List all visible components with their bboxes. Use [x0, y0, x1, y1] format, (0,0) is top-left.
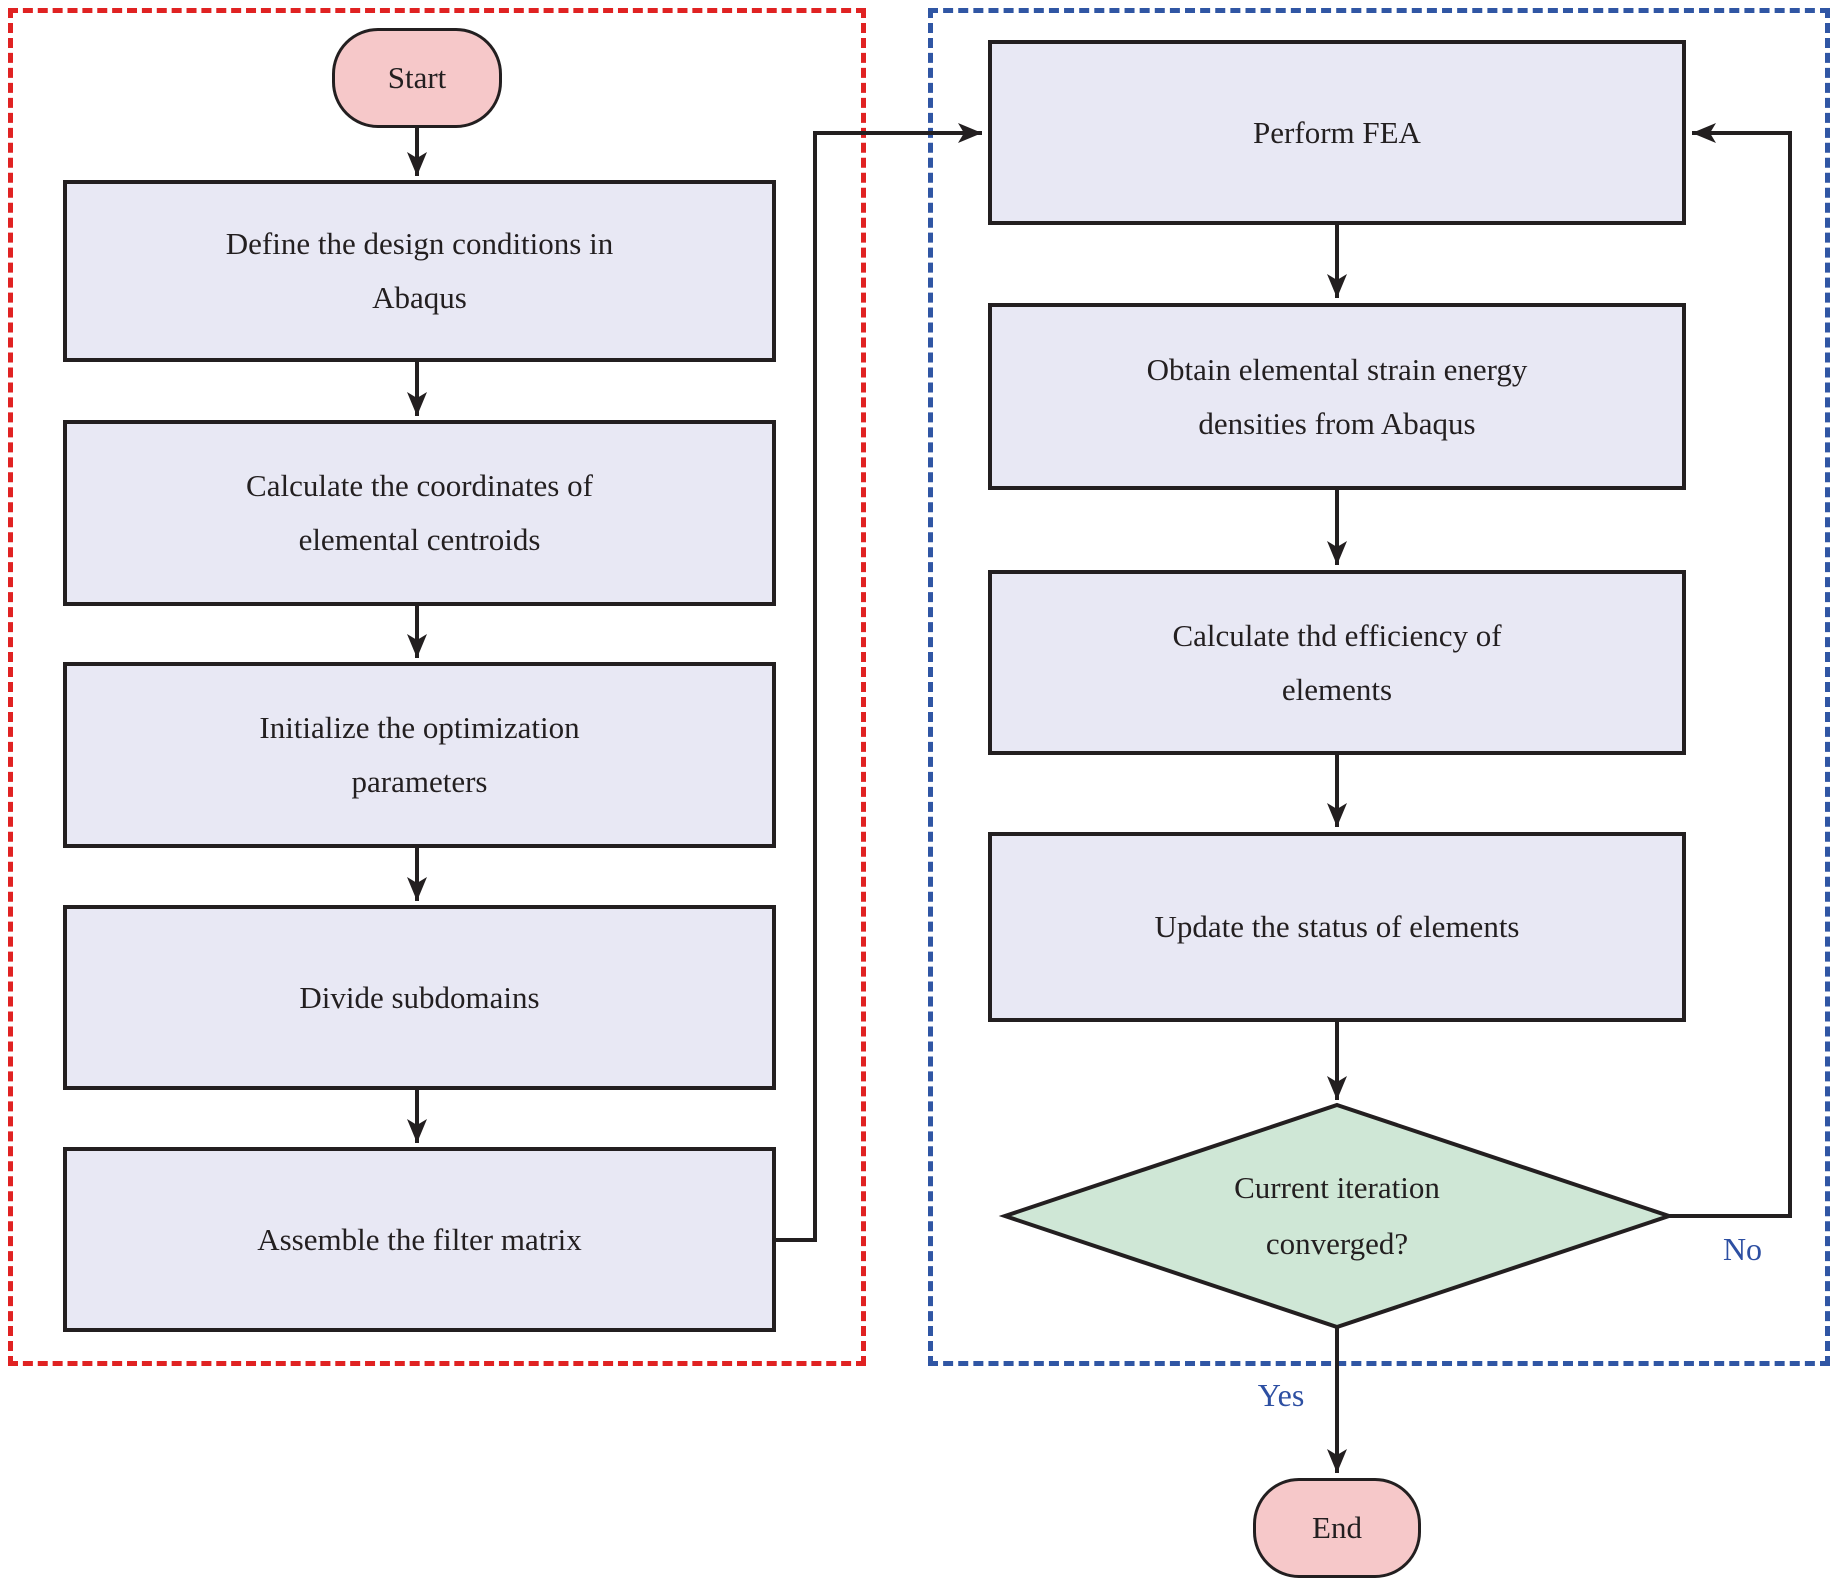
process-label-line: Obtain elemental strain energy — [1146, 351, 1528, 387]
process-label-line: elemental centroids — [298, 522, 541, 557]
process-label-line: Initialize the optimization — [259, 710, 580, 745]
process-label-line: Calculate the coordinates of — [246, 468, 593, 503]
process-label-line: parameters — [351, 764, 488, 799]
process-label-line: Abaqus — [372, 280, 467, 315]
yes-edge-label: Yes — [1257, 1377, 1305, 1413]
decision-converged: Current iteration converged? — [1087, 1106, 1587, 1326]
process-label-line: Divide subdomains — [299, 979, 540, 1015]
start-label: Start — [387, 60, 447, 95]
process-label-line: densities from Abaqus — [1198, 405, 1476, 441]
process-divide-subdomains: Divide subdomains — [63, 905, 776, 1090]
process-label-line: Assemble the filter matrix — [257, 1221, 582, 1257]
process-label-line: Perform FEA — [1253, 114, 1421, 150]
process-label-line: Calculate thd efficiency of — [1172, 617, 1502, 653]
process-label-line: Update the status of elements — [1154, 909, 1520, 944]
no-edge-label: No — [1722, 1231, 1763, 1267]
process-assemble-filter: Assemble the filter matrix — [63, 1147, 776, 1332]
process-label-line: elements — [1281, 671, 1393, 707]
process-label-line: Define the design conditions in — [225, 226, 614, 261]
decision-label-line: converged? — [1265, 1226, 1409, 1261]
process-calculate-centroids: Calculate the coordinates of elemental c… — [63, 420, 776, 606]
process-calculate-efficiency: Calculate thd efficiency of elements — [988, 570, 1686, 755]
end-node: End — [1253, 1478, 1421, 1578]
decision-label-line: Current iteration — [1234, 1170, 1440, 1205]
process-initialize-parameters: Initialize the optimization parameters — [63, 662, 776, 848]
process-perform-fea: Perform FEA — [988, 40, 1686, 225]
process-obtain-strain-energy: Obtain elemental strain energy densities… — [988, 303, 1686, 490]
start-node: Start — [332, 28, 502, 128]
process-define-conditions: Define the design conditions in Abaqus — [63, 180, 776, 362]
end-label: End — [1312, 1510, 1362, 1545]
process-update-status: Update the status of elements — [988, 832, 1686, 1022]
